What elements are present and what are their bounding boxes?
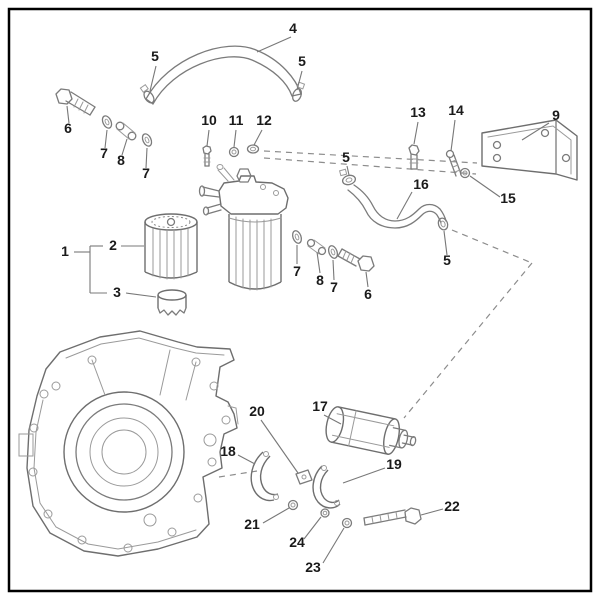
filter-body — [228, 214, 282, 291]
fuel-pump — [325, 406, 417, 455]
leader-lines — [66, 36, 550, 564]
small-washer — [246, 144, 260, 154]
lock-washer — [341, 517, 353, 529]
bracket-nut — [459, 167, 471, 179]
small-nut — [228, 146, 240, 158]
callout-12: 12 — [256, 112, 272, 128]
mounting-bracket — [481, 119, 578, 181]
fuel-hose — [139, 45, 306, 105]
callout-5-grommet: 5 — [443, 252, 451, 268]
callout-8-b: 8 — [316, 272, 324, 288]
washer — [141, 133, 153, 147]
washer — [327, 245, 339, 259]
hose-clamp-left — [139, 83, 155, 104]
pump-brackets-and-fasteners — [250, 451, 422, 529]
bracket-bolt — [408, 144, 420, 170]
small-bolt — [202, 145, 212, 167]
dashed-alignment-lines — [218, 150, 533, 478]
top-left-fasteners — [55, 88, 153, 147]
clip-plate — [295, 469, 313, 485]
callout-14: 14 — [448, 102, 464, 118]
callout-20: 20 — [249, 403, 265, 419]
callout-9: 9 — [552, 107, 560, 123]
callout-6-left: 6 — [64, 120, 72, 136]
callout-7-c: 7 — [293, 263, 301, 279]
callout-22: 22 — [444, 498, 460, 514]
pipe-clamp — [338, 168, 357, 186]
callout-19: 19 — [386, 456, 402, 472]
washer — [291, 230, 303, 244]
callout-24: 24 — [289, 534, 305, 550]
callout-7-a: 7 — [100, 145, 108, 161]
pump-strap-right — [312, 465, 341, 509]
callout-7-b: 7 — [142, 165, 150, 181]
fuel-filter-assembly — [144, 164, 289, 316]
callout-11: 11 — [229, 112, 244, 128]
callout-5-hose-right: 5 — [298, 53, 306, 69]
hex-bolt — [337, 248, 375, 272]
small-nut — [287, 499, 299, 511]
hex-bolt — [55, 88, 96, 116]
filter-element — [144, 213, 198, 280]
mid-right-fasteners — [291, 230, 375, 272]
callout-15: 15 — [500, 190, 516, 206]
callout-8-a: 8 — [117, 152, 125, 168]
callout-3: 3 — [113, 284, 121, 300]
small-fasteners-10-11-12 — [202, 144, 260, 167]
callout-23: 23 — [305, 559, 321, 575]
callout-10: 10 — [201, 112, 217, 128]
callout-4: 4 — [289, 20, 297, 36]
callout-18: 18 — [220, 443, 236, 459]
washer — [101, 115, 113, 129]
callout-labels: 4 5 5 6 7 8 7 10 11 12 13 14 9 15 5 16 5… — [61, 20, 560, 575]
pipe-grommet — [437, 217, 449, 231]
callout-5-pipe-clamp: 5 — [342, 149, 350, 165]
pump-strap-left — [250, 451, 279, 502]
callout-5-hose-left: 5 — [151, 48, 159, 64]
bracket-stud — [445, 149, 462, 177]
callout-2: 2 — [109, 237, 117, 253]
filter-bowl-cap — [157, 289, 187, 316]
hex-bolt — [363, 507, 422, 526]
callout-16: 16 — [413, 176, 429, 192]
callout-21: 21 — [244, 516, 260, 532]
bellhousing — [18, 330, 239, 557]
callout-1: 1 — [61, 243, 69, 259]
link-plate — [115, 121, 137, 141]
fuel-pipe — [338, 168, 449, 231]
callout-7-d: 7 — [330, 279, 338, 295]
filter-head — [198, 164, 289, 216]
bolt-holes — [28, 355, 231, 553]
callout-6-right: 6 — [364, 286, 372, 302]
washer — [320, 508, 330, 518]
callout-13: 13 — [410, 104, 426, 120]
callout-17: 17 — [312, 398, 328, 414]
diagram-border — [7, 7, 593, 593]
